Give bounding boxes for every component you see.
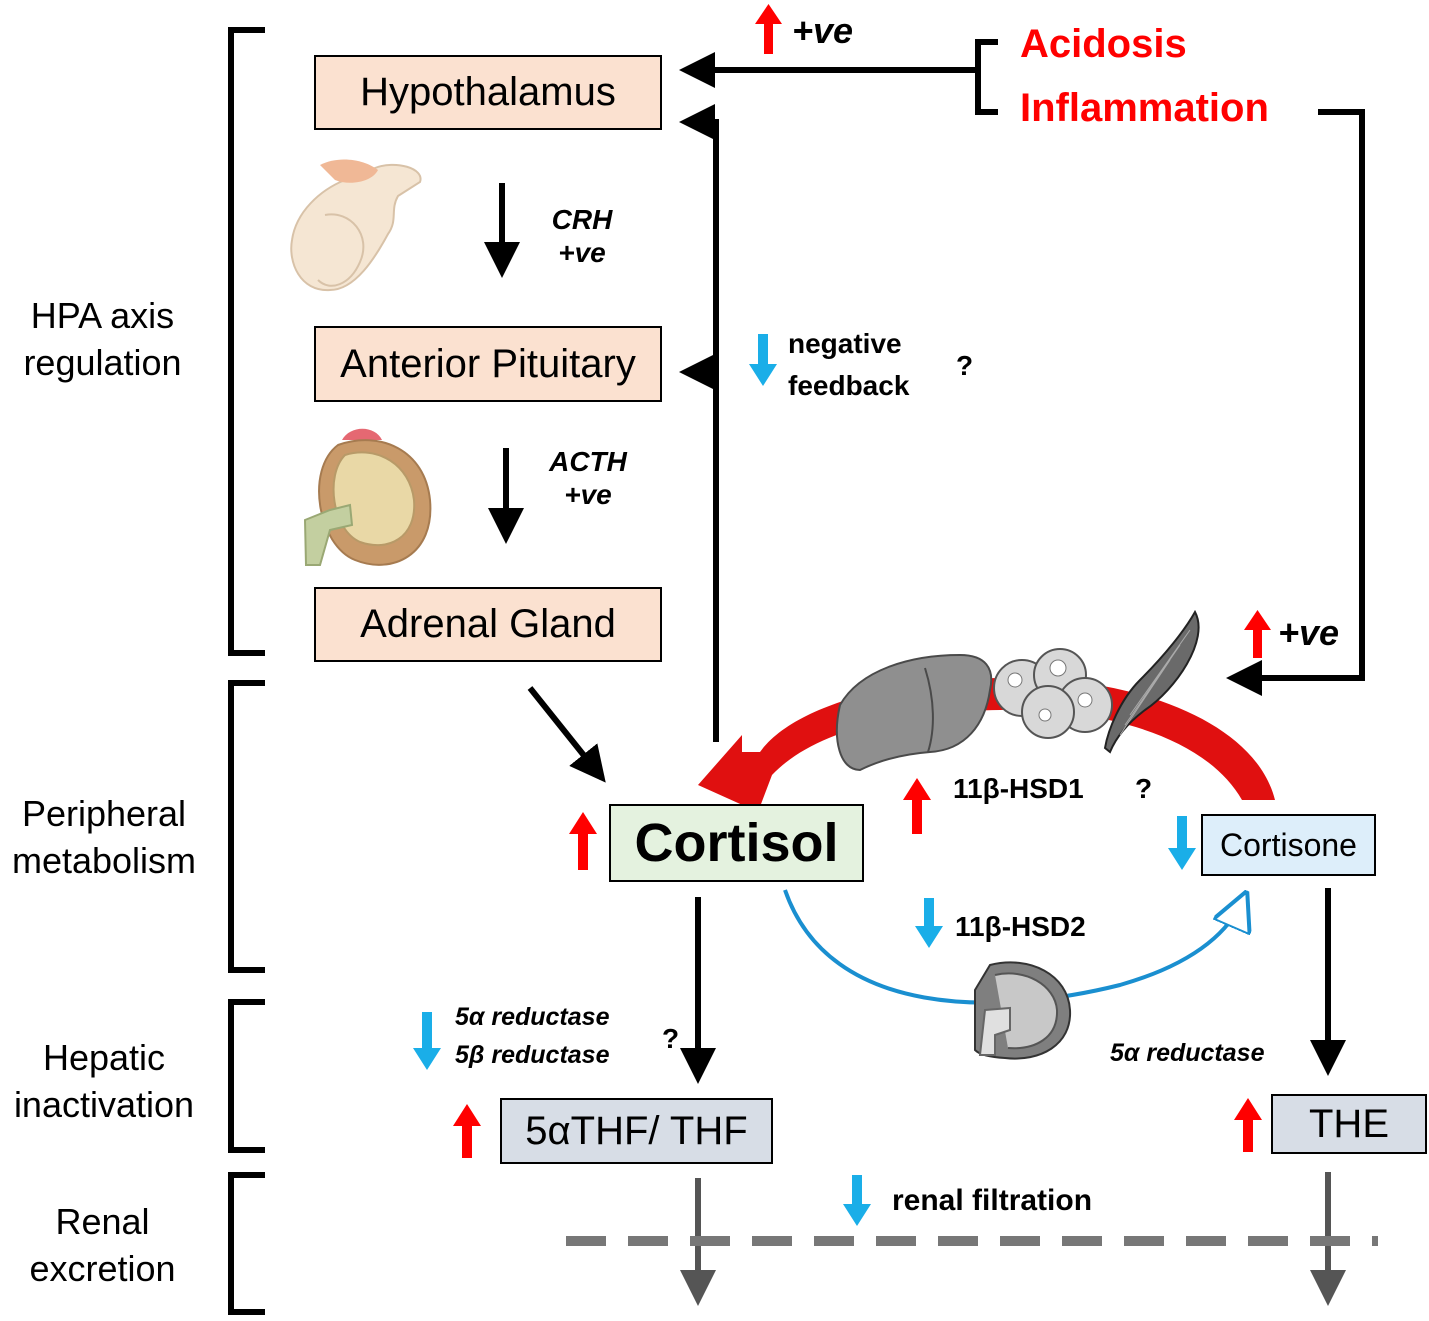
kidney-icon bbox=[974, 961, 1072, 1060]
down-arrow-hsd2 bbox=[915, 898, 943, 948]
bracket-hepatic bbox=[228, 999, 265, 1153]
up-arrow-thf bbox=[453, 1104, 481, 1158]
anterior-pituitary-box: Anterior Pituitary bbox=[314, 326, 662, 402]
adrenal-icon bbox=[303, 428, 432, 566]
up-arrow-cortisol bbox=[569, 812, 597, 870]
section-label-renal: Renal excretion bbox=[0, 1198, 205, 1292]
down-arrow-renal bbox=[843, 1175, 871, 1226]
inflammation-label: Inflammation bbox=[1020, 86, 1269, 130]
section-renal-line2: excretion bbox=[29, 1248, 176, 1289]
up-arrow-the bbox=[1234, 1098, 1262, 1152]
section-label-hpa: HPA axis regulation bbox=[0, 292, 205, 386]
alpha-reductase-cortisol: 5α reductase bbox=[455, 1003, 610, 1031]
section-hepatic-line1: Hepatic bbox=[42, 1037, 166, 1078]
up-arrow-hypothalamus bbox=[755, 4, 782, 54]
negative-feedback-line bbox=[679, 104, 719, 742]
bracket-renal bbox=[228, 1172, 265, 1315]
negative-text: negative bbox=[788, 328, 902, 359]
section-peripheral-line1: Peripheral bbox=[21, 793, 187, 834]
muscle-icon bbox=[1103, 609, 1200, 754]
adrenal-gland-box: Adrenal Gland bbox=[314, 587, 662, 662]
bracket-hpa bbox=[228, 27, 265, 656]
section-hpa-line2: regulation bbox=[23, 342, 182, 383]
section-peripheral-line2: metabolism bbox=[11, 840, 197, 881]
cortisone-box: Cortisone bbox=[1201, 814, 1376, 876]
hypothalamus-box: Hypothalamus bbox=[314, 55, 662, 130]
acth-plus-ve: +ve bbox=[564, 479, 612, 510]
negative-feedback-label: negative feedback bbox=[788, 323, 909, 407]
the-box: THE bbox=[1271, 1094, 1427, 1154]
alpha-reductase-cortisone: 5α reductase bbox=[1110, 1039, 1265, 1067]
bracket-peripheral bbox=[228, 680, 265, 973]
crh-text: CRH bbox=[551, 204, 613, 235]
acth-label: ACTH +ve bbox=[538, 445, 638, 511]
down-arrow-reductase bbox=[413, 1012, 441, 1070]
section-label-hepatic: Hepatic inactivation bbox=[0, 1034, 208, 1128]
plus-ve-tissue: +ve bbox=[1278, 612, 1340, 653]
down-arrow-feedback bbox=[749, 334, 777, 386]
feedback-text: feedback bbox=[788, 370, 910, 401]
crh-label: CRH +ve bbox=[540, 203, 624, 269]
stimulus-bracket bbox=[679, 39, 998, 115]
renal-filtration-label: renal filtration bbox=[892, 1184, 1093, 1217]
beta-reductase-cortisol: 5β reductase bbox=[455, 1041, 610, 1069]
acidosis-label: Acidosis bbox=[1020, 22, 1187, 66]
section-hepatic-line2: inactivation bbox=[13, 1084, 195, 1125]
reductase-question-mark: ? bbox=[662, 1023, 680, 1054]
pituitary-icon bbox=[290, 159, 422, 292]
hsd1-question-mark: ? bbox=[1135, 773, 1153, 804]
plus-ve-hypothalamus: +ve bbox=[792, 10, 854, 51]
thf-box: 5αTHF/ THF bbox=[500, 1098, 773, 1164]
hsd2-label: 11β-HSD2 bbox=[955, 911, 1086, 942]
feedback-question-mark: ? bbox=[956, 350, 974, 381]
cortisol-box: Cortisol bbox=[609, 804, 864, 882]
section-renal-line1: Renal bbox=[55, 1201, 150, 1242]
acth-text: ACTH bbox=[549, 446, 627, 477]
reductase-labels: 5α reductase 5β reductase bbox=[455, 998, 609, 1074]
hsd1-label: 11β-HSD1 bbox=[953, 773, 1084, 804]
down-arrow-cortisone bbox=[1168, 816, 1196, 870]
adrenal-to-cortisol-arrow bbox=[527, 686, 606, 783]
section-label-peripheral: Peripheral metabolism bbox=[0, 790, 208, 884]
inflammation-to-tissue-arrow bbox=[1226, 109, 1365, 696]
up-arrow-tissue bbox=[1244, 610, 1271, 658]
liver-icon bbox=[836, 653, 993, 772]
section-hpa-line1: HPA axis bbox=[30, 295, 175, 336]
adipose-icon bbox=[993, 648, 1113, 739]
up-arrow-hsd1 bbox=[903, 778, 931, 834]
crh-plus-ve: +ve bbox=[558, 237, 606, 268]
